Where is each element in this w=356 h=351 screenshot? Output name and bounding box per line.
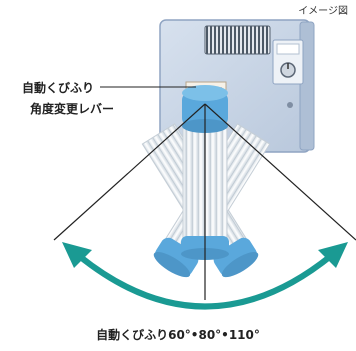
swing-arrow-icon [62, 242, 348, 310]
swing-angle-caption: 自動くびふり60°•80°•110° [96, 328, 260, 342]
lever-label-line2: 角度変更レバー [30, 102, 115, 116]
image-note: イメージ図 [298, 6, 348, 17]
lever-label-line1: 自動くびふり [22, 81, 95, 95]
angle-lines [53, 103, 356, 300]
air-grille [204, 25, 271, 55]
